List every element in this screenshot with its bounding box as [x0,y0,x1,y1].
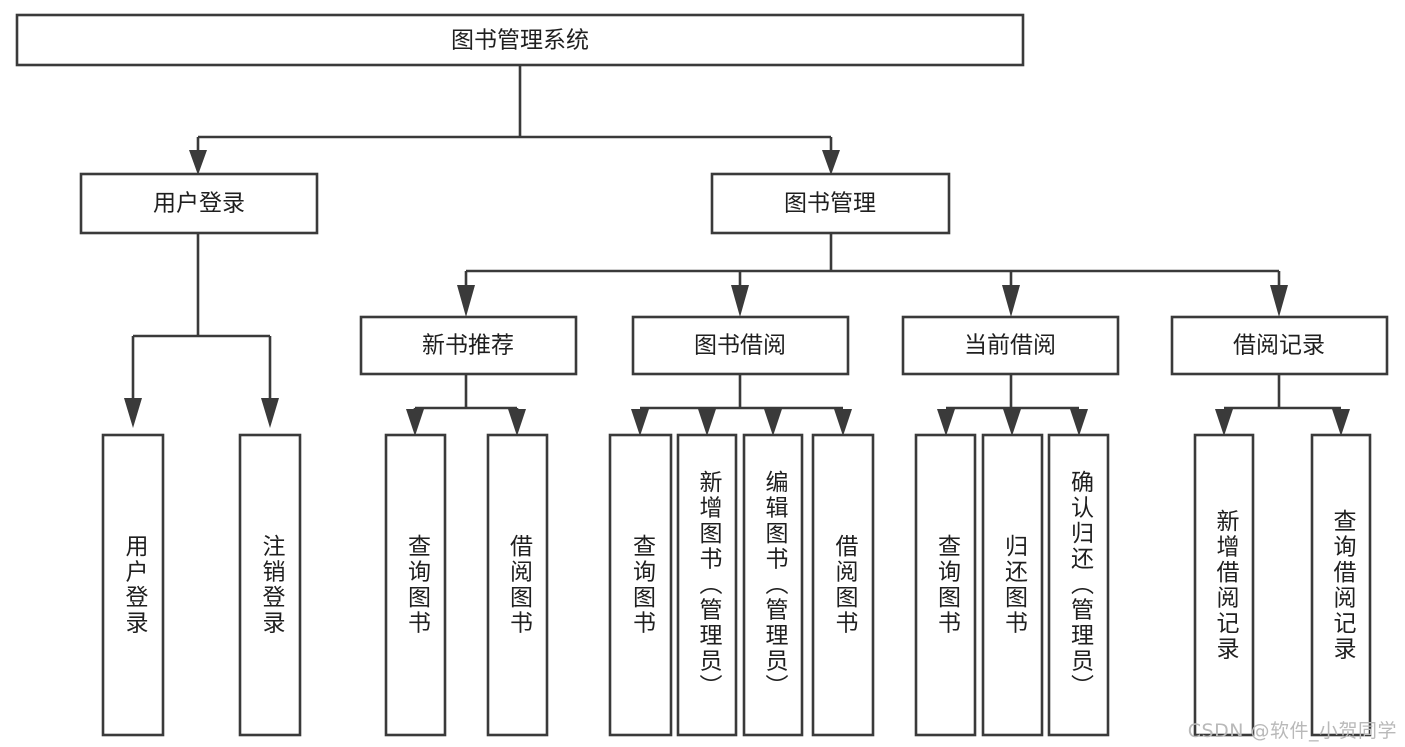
node-book-management-box[interactable] [710,172,951,235]
node-root-box[interactable] [15,13,1025,67]
leaf-add-book-box[interactable] [676,433,738,737]
connector-group-borrow-record [1215,374,1350,436]
arrowhead-leaf-query-book-2 [631,409,649,436]
leaf-query-book-3-box[interactable] [914,433,977,737]
node-current-borrow-label: 当前借阅 [964,333,1056,359]
leaf-borrow-book-1-box[interactable] [486,433,549,737]
arrowhead-book-borrow [731,285,749,317]
arrowhead-user-login [189,150,207,175]
leaf-boxes [101,433,1372,737]
leaf-query-record-box[interactable] [1310,433,1372,737]
arrowhead-book-management [822,150,840,175]
arrowhead-leaf-return-book [1003,409,1021,436]
leaf-return-book-box[interactable] [981,433,1044,737]
csdn-watermark: CSDN @软件_小贺同学 [1187,720,1397,742]
leaf-edit-book-box[interactable] [742,433,804,737]
arrowhead-leaf-borrow-book-1 [508,409,526,436]
node-book-borrow[interactable]: 图书借阅 [631,315,850,376]
arrowhead-borrow-record [1270,285,1288,317]
node-new-book-recommend-label: 新书推荐 [422,333,514,359]
arrowhead-leaf-logout-login [261,398,279,428]
arrowhead-leaf-borrow-book-2 [834,409,852,436]
node-user-login-label: 用户登录 [153,191,245,217]
leaf-query-book-1-box[interactable] [384,433,447,737]
arrowhead-leaf-confirm-return [1070,409,1088,436]
node-book-borrow-label: 图书借阅 [694,333,786,359]
arrowhead-leaf-add-book [698,409,716,436]
leaf-confirm-return-box[interactable] [1047,433,1110,737]
node-book-management[interactable]: 图书管理 [710,172,951,235]
leaf-logout-login-box[interactable] [238,433,302,737]
leaf-query-book-2-box[interactable] [608,433,673,737]
node-user-login[interactable]: 用户登录 [79,172,319,235]
arrowhead-leaf-query-record [1332,409,1350,436]
node-new-book-recommend[interactable]: 新书推荐 [359,315,578,376]
node-borrow-record[interactable]: 借阅记录 [1170,315,1389,376]
connector-group-current-borrow [937,374,1088,436]
node-current-borrow[interactable]: 当前借阅 [901,315,1120,376]
arrowhead-new-book-recommend [457,285,475,317]
node-root-label: 图书管理系统 [451,28,589,54]
arrowhead-current-borrow [1002,285,1020,317]
node-book-borrow-box[interactable] [631,315,850,376]
arrowhead-leaf-user-login [124,398,142,428]
connector-group-root [189,65,840,175]
connector-group-book-borrow [631,374,852,436]
arrowhead-leaf-query-book-1 [406,409,424,436]
node-root[interactable]: 图书管理系统 [15,13,1025,67]
connector-group-user-login [124,233,279,428]
node-book-management-label: 图书管理 [784,191,876,217]
leaf-user-login-box[interactable] [101,433,165,737]
connector-group-new-book-recommend [406,374,526,436]
node-current-borrow-box[interactable] [901,315,1120,376]
node-borrow-record-box[interactable] [1170,315,1389,376]
node-user-login-box[interactable] [79,172,319,235]
arrowhead-leaf-query-book-3 [937,409,955,436]
node-new-book-recommend-box[interactable] [359,315,578,376]
arrowhead-leaf-add-record [1215,409,1233,436]
arrowhead-leaf-edit-book [764,409,782,436]
connector-group-book-management [457,233,1288,317]
node-borrow-record-label: 借阅记录 [1233,333,1325,359]
leaf-add-record-box[interactable] [1193,433,1255,737]
leaf-borrow-book-2-box[interactable] [811,433,875,737]
